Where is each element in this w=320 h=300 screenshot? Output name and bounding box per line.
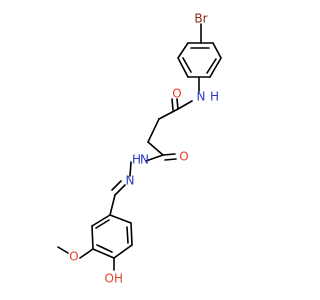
amide-co-bond — [176, 98, 179, 110]
molecule-canvas: Br N H O O H N N O O H — [57, 11, 222, 286]
hydroxy-o-label: O — [105, 272, 114, 286]
n-n-bond — [129, 161, 132, 177]
ring-methoxy-bond — [79, 248, 94, 259]
methoxy-o-label: O — [69, 250, 78, 264]
n-carbonyl-bond — [177, 100, 193, 110]
bromophenyl-ring — [177, 42, 222, 78]
imine-bond — [114, 184, 126, 196]
chain-bond-3 — [147, 141, 164, 156]
hydrazide-o-label: O — [179, 150, 188, 164]
br-atom-label: Br — [194, 12, 207, 26]
chain-bond-1 — [158, 108, 179, 120]
structure-diagram: Br N H O O H N N O O H — [57, 12, 222, 286]
amide-n-label: N — [197, 90, 206, 104]
methoxy-methyl-bond — [57, 246, 69, 254]
imine-ring-bond — [109, 194, 116, 216]
hydroxy-h-label: H — [114, 272, 123, 286]
vanillyl-ring — [91, 214, 133, 259]
hydrazide-h-label: H — [132, 153, 141, 167]
chain-bond-2 — [147, 118, 160, 143]
imine-n-label: N — [126, 174, 135, 188]
hydrazide-n-label: N — [140, 153, 149, 167]
hydrazide-co-bond — [162, 153, 176, 156]
amide-o-label: O — [172, 87, 181, 101]
amide-h-label: H — [210, 90, 219, 104]
c-nh-bond — [145, 154, 164, 162]
